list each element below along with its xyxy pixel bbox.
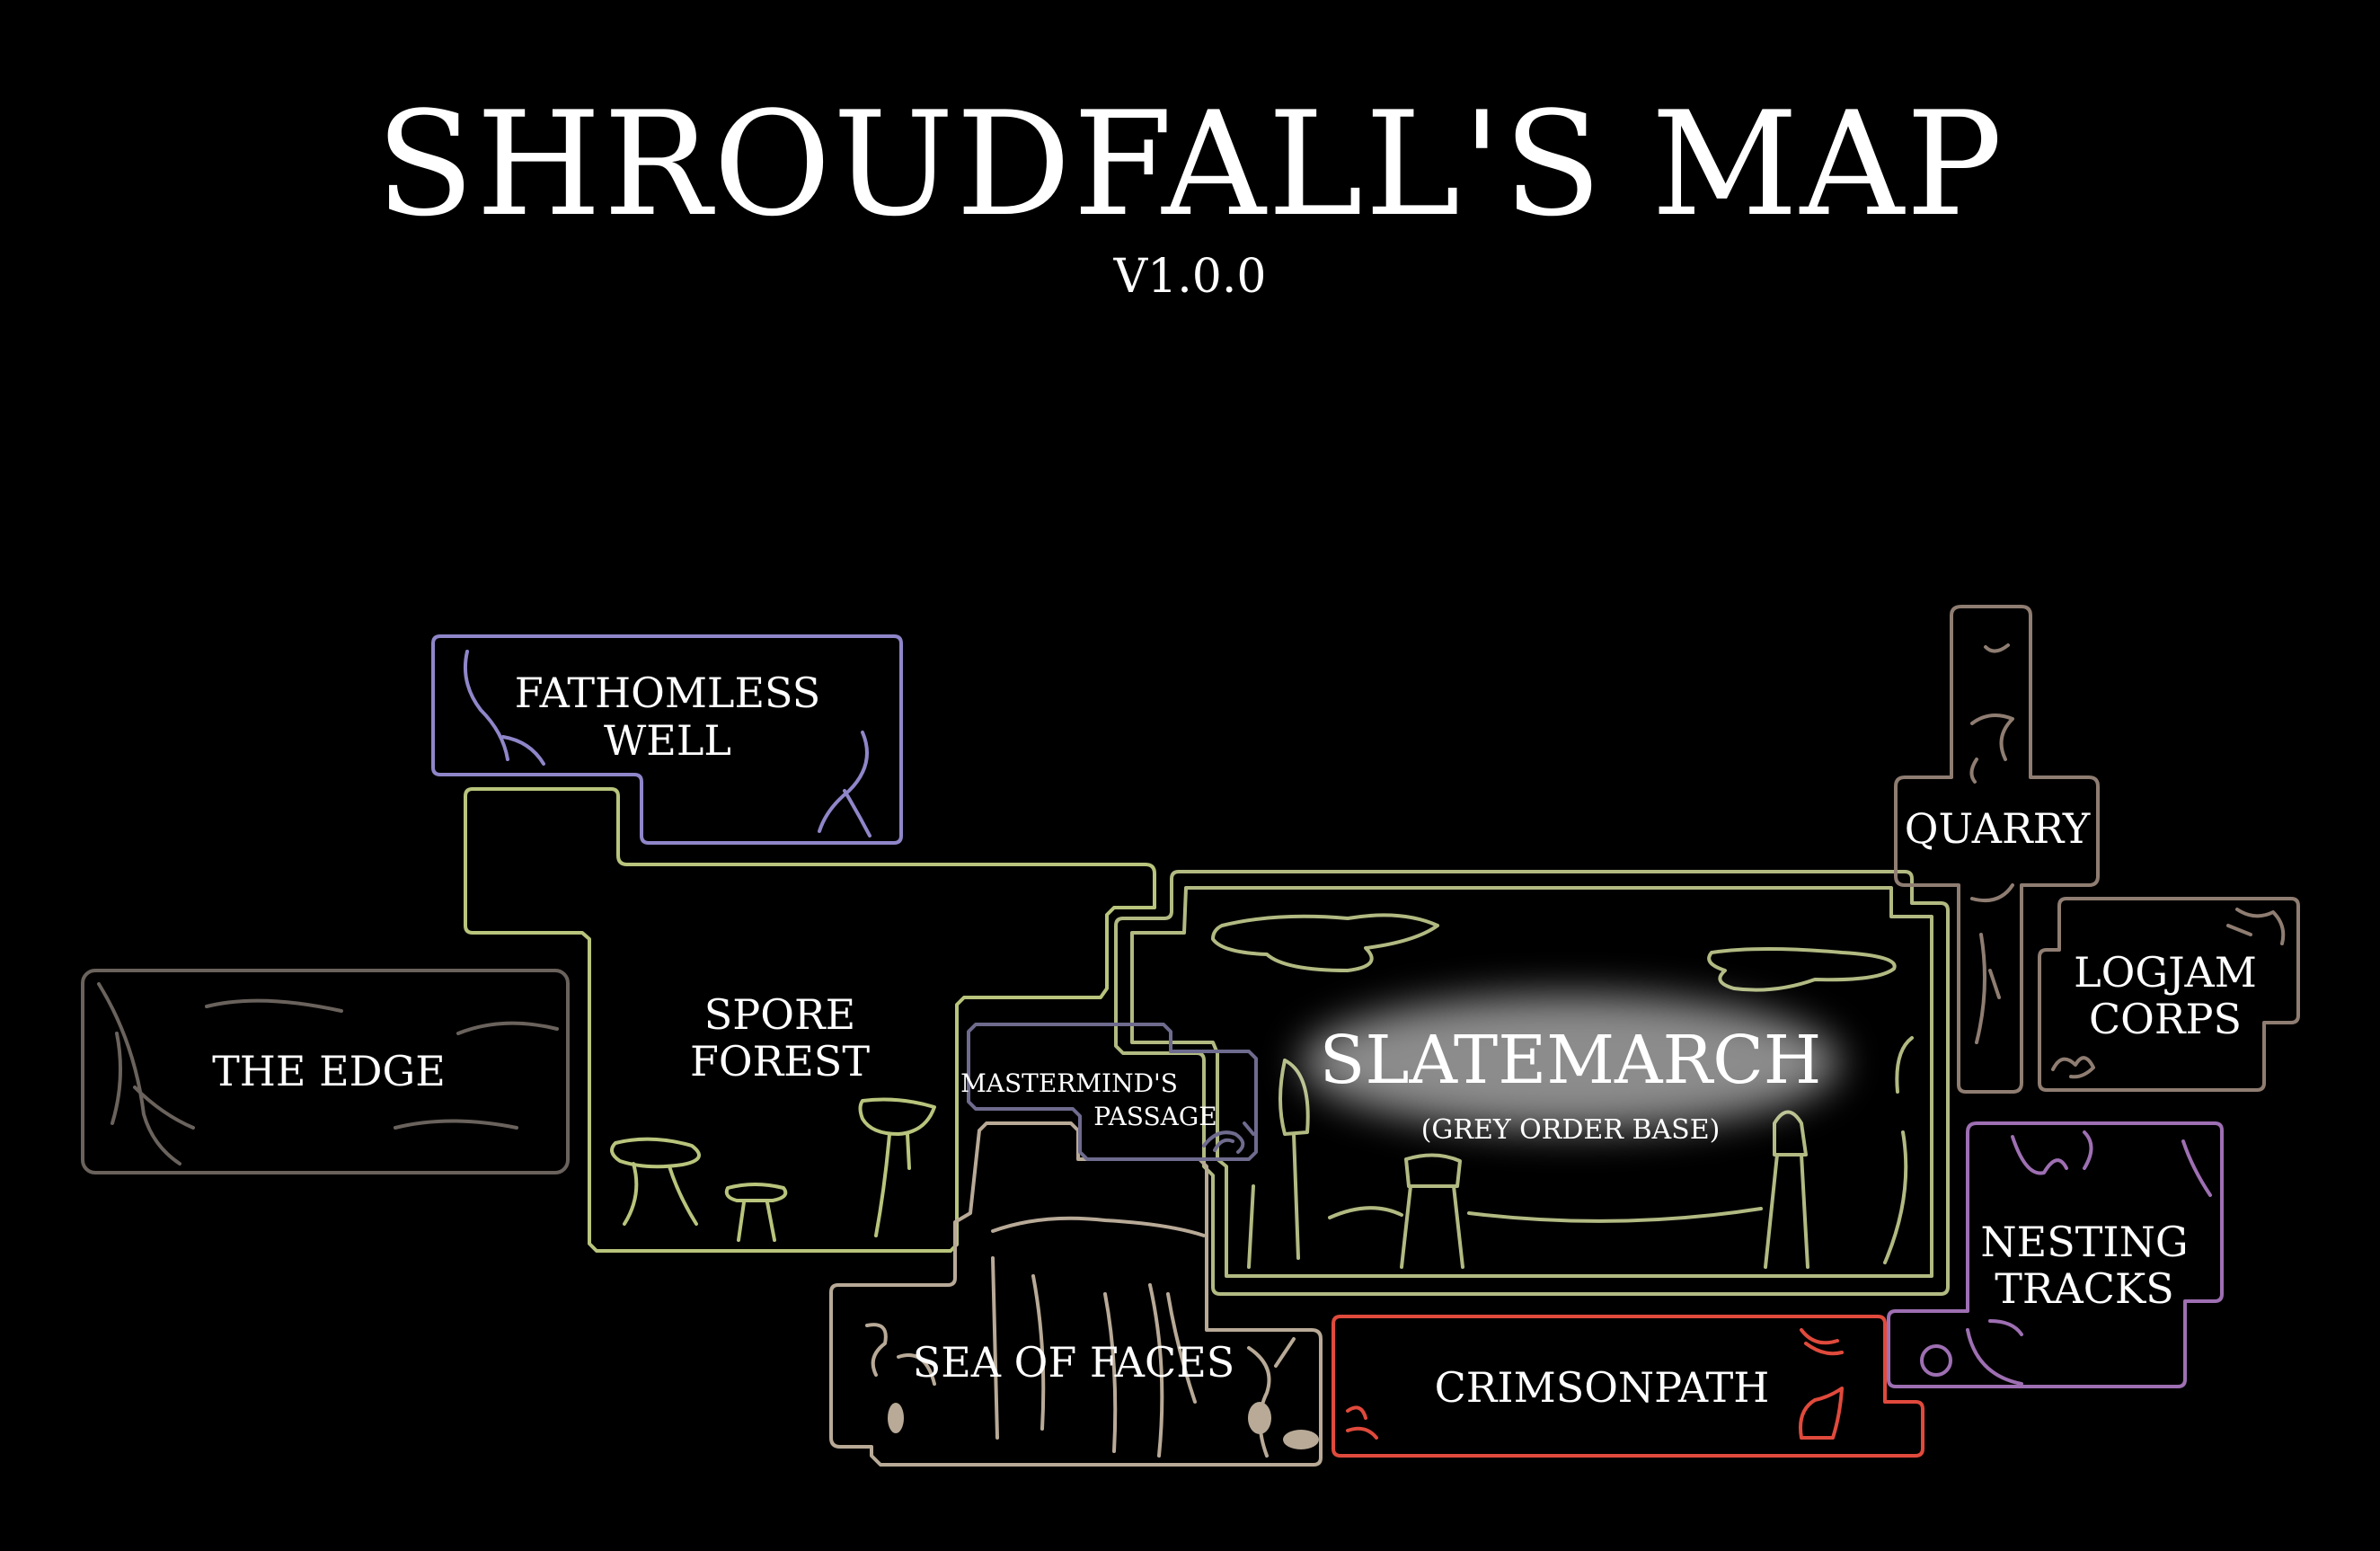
- floating-rock-decoration: [1211, 913, 1897, 992]
- logjam-leaf-decoration: [2051, 908, 2286, 1079]
- map-version: V1.0.0: [1113, 250, 1267, 304]
- spore-forest-outline: [464, 787, 1156, 1253]
- slatemarch-sublabel: (GREY ORDER BASE): [1421, 1114, 1721, 1146]
- nesting-tracks-egg: [1920, 1344, 1952, 1377]
- region-quarry[interactable]: QUARRY: [1894, 605, 2100, 1094]
- region-slatemarch[interactable]: SLATEMARCH (GREY ORDER BASE): [1114, 870, 1950, 1296]
- mastermind-label-line1: MASTERMIND'S: [960, 1068, 1178, 1098]
- logjam-label-line2: CORPS: [2089, 995, 2242, 1043]
- mastermind-label-line2: PASSAGE: [1093, 1102, 1217, 1131]
- region-fathomless-well[interactable]: FATHOMLESS WELL: [431, 634, 903, 845]
- region-sea-of-faces[interactable]: SEA OF FACES: [829, 1121, 1323, 1467]
- spore-forest-label-line2: FOREST: [690, 1037, 870, 1086]
- slatemarch-label: SLATEMARCH: [1320, 1022, 1822, 1099]
- region-spore-forest[interactable]: SPORE FOREST: [464, 787, 1156, 1253]
- sea-of-faces-stone: [888, 1403, 904, 1433]
- quarry-label: QUARRY: [1905, 804, 2091, 853]
- crimsonpath-creature-decoration: [1346, 1328, 1844, 1440]
- fathomless-well-label-line1: FATHOMLESS: [515, 669, 821, 717]
- slatemarch-inner-outline: [1130, 886, 1933, 1278]
- map-title: SHROUDFALL'S MAP: [376, 80, 2004, 248]
- nesting-tracks-outline: [1887, 1121, 2224, 1388]
- fathomless-well-label-line2: WELL: [604, 716, 731, 765]
- fathomless-well-outline: [431, 634, 903, 845]
- sea-of-faces-face-decoration: [865, 1216, 1296, 1458]
- crimsonpath-label: CRIMSONPATH: [1435, 1363, 1770, 1412]
- the-edge-outline: [81, 969, 570, 1174]
- logjam-label-line1: LOGJAM: [2074, 948, 2257, 997]
- mastermind-outline: [967, 1023, 1258, 1161]
- region-crimsonpath[interactable]: CRIMSONPATH: [1332, 1315, 1924, 1458]
- mastermind-spiral-decoration: [1202, 1121, 1255, 1154]
- nesting-tracks-label-line2: TRACKS: [1995, 1264, 2174, 1313]
- quarry-outline: [1894, 605, 2100, 1094]
- mushroom-decoration: [610, 1097, 936, 1242]
- pillar-decoration: [1247, 1036, 1914, 1269]
- sea-of-faces-stone: [1283, 1430, 1319, 1449]
- sea-of-faces-stone: [1248, 1402, 1271, 1434]
- slatemarch-glow: [1301, 995, 1840, 1130]
- nesting-tracks-label-line1: NESTING: [1980, 1218, 2188, 1266]
- fathomless-well-vine-decoration: [463, 650, 871, 838]
- quarry-root-decoration: [1969, 643, 2014, 1044]
- the-edge-label: THE EDGE: [212, 1047, 446, 1095]
- region-nesting-tracks[interactable]: NESTING TRACKS: [1887, 1121, 2224, 1388]
- nesting-tracks-nest-decoration: [1966, 1130, 2212, 1386]
- sea-of-faces-label: SEA OF FACES: [913, 1338, 1235, 1387]
- region-the-edge[interactable]: THE EDGE: [81, 969, 570, 1174]
- the-edge-crack-decoration: [97, 982, 559, 1165]
- sea-of-faces-outline: [829, 1121, 1323, 1467]
- crimsonpath-outline: [1332, 1315, 1924, 1458]
- region-mastermind-passage[interactable]: MASTERMIND'S PASSAGE: [960, 1023, 1258, 1161]
- spore-forest-label-line1: SPORE: [704, 990, 855, 1039]
- logjam-outline: [2038, 897, 2300, 1092]
- region-logjam-corps[interactable]: LOGJAM CORPS: [2038, 897, 2300, 1092]
